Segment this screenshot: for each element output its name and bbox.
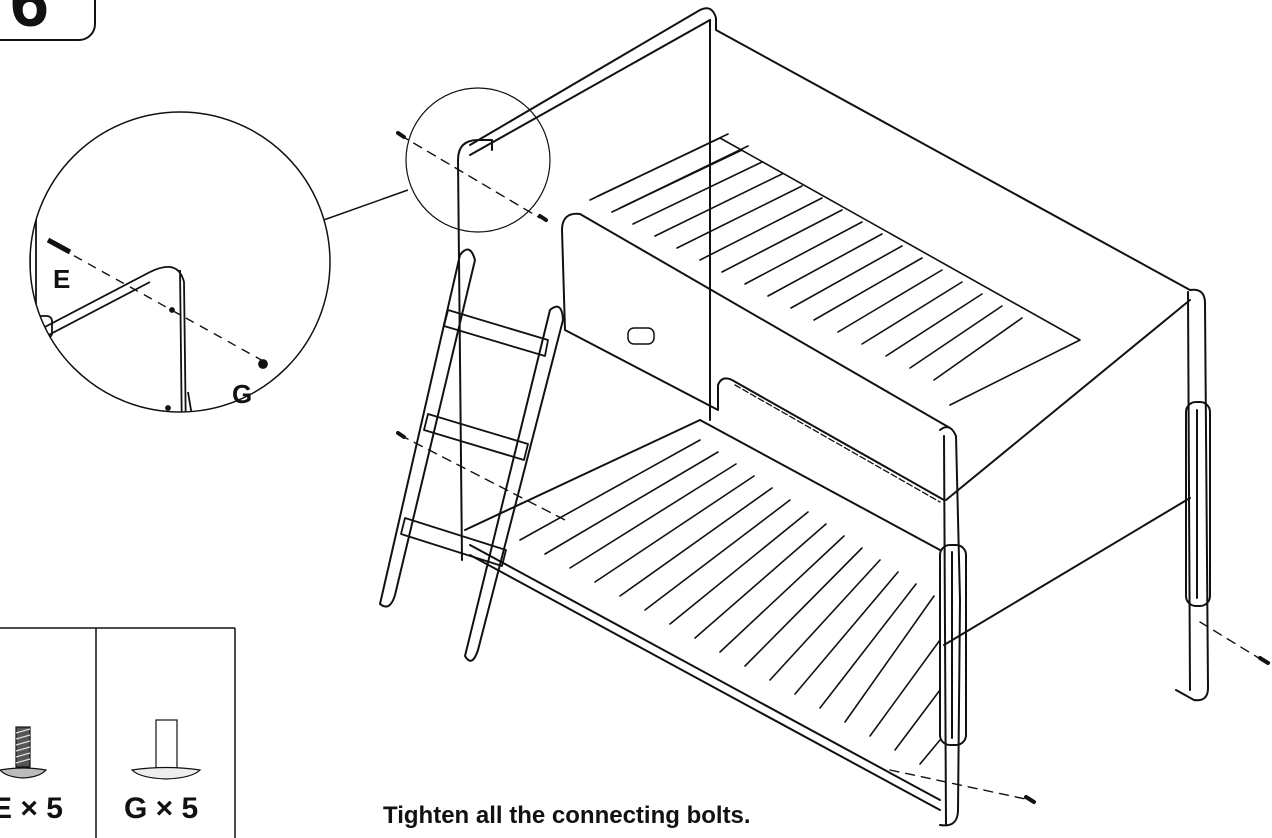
step-badge: 6 bbox=[0, 0, 96, 41]
bolt-icon bbox=[0, 726, 48, 779]
part-g-qty: G × 5 bbox=[124, 792, 198, 825]
instruction-text: Tighten all the connecting bolts. bbox=[383, 802, 751, 829]
label-bolt-e: E bbox=[53, 264, 70, 294]
parts-table: E × 5 G × 5 bbox=[0, 627, 236, 838]
barrel-nut-icon bbox=[130, 719, 202, 780]
part-e-qty: E × 5 bbox=[0, 792, 63, 825]
label-barrel-nut-g: G bbox=[232, 379, 252, 409]
step-number: 6 bbox=[10, 0, 49, 41]
bunk-bed-illustration bbox=[379, 7, 1270, 827]
